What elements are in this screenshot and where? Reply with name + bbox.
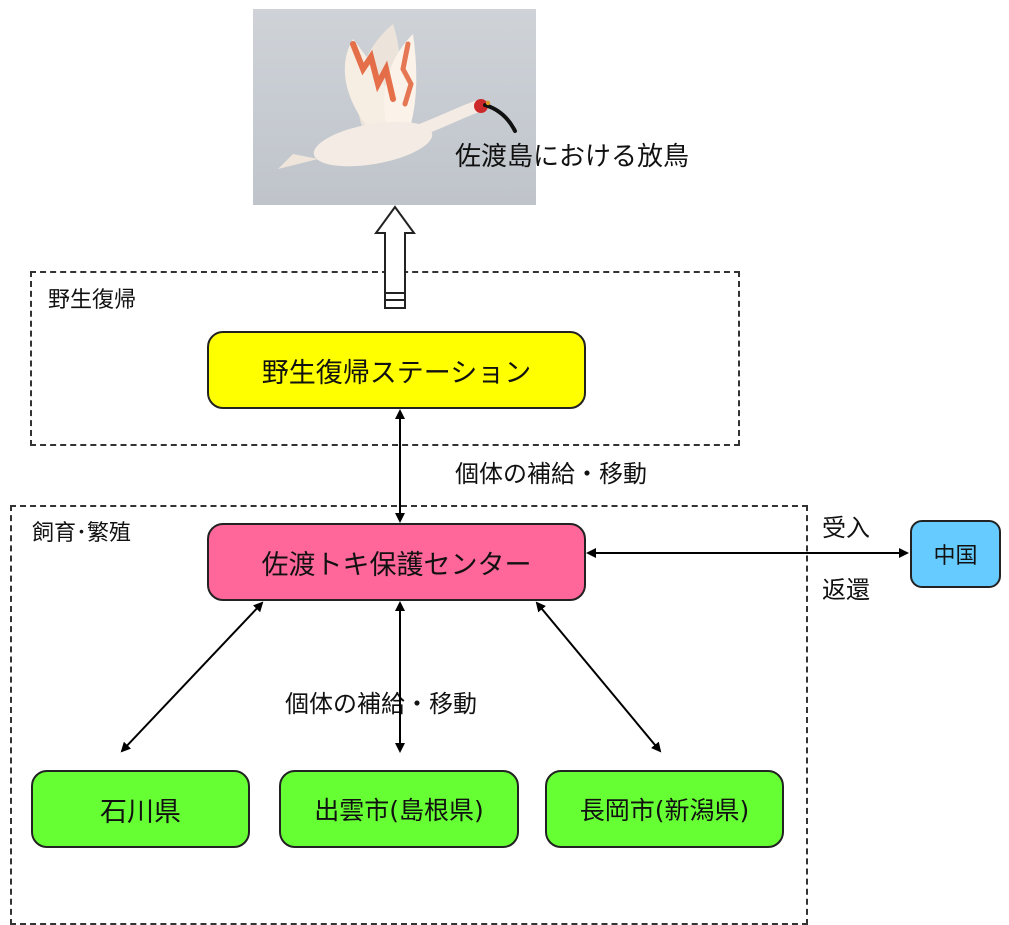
ibis-bird-illustration: [278, 24, 517, 169]
breeding-region-label: 飼育･繁殖: [32, 521, 132, 546]
center-node: 佐渡トキ保護センター: [207, 523, 586, 601]
ibis-photo: [253, 9, 536, 205]
lower-flow-label: 個体の補給・移動: [285, 690, 477, 718]
photo-caption: 佐渡島における放鳥: [455, 142, 690, 172]
return-label: 返還: [822, 576, 870, 604]
nagaoka-node: 長岡市(新潟県): [545, 770, 784, 848]
ishikawa-node: 石川県: [31, 770, 250, 848]
wild-return-region-label: 野生復帰: [48, 288, 137, 313]
izumo-node: 出雲市(島根県): [279, 770, 519, 848]
station-node: 野生復帰ステーション: [207, 331, 586, 409]
upper-flow-label: 個体の補給・移動: [455, 460, 647, 488]
china-node: 中国: [910, 520, 1001, 588]
receive-label: 受入: [822, 514, 870, 542]
